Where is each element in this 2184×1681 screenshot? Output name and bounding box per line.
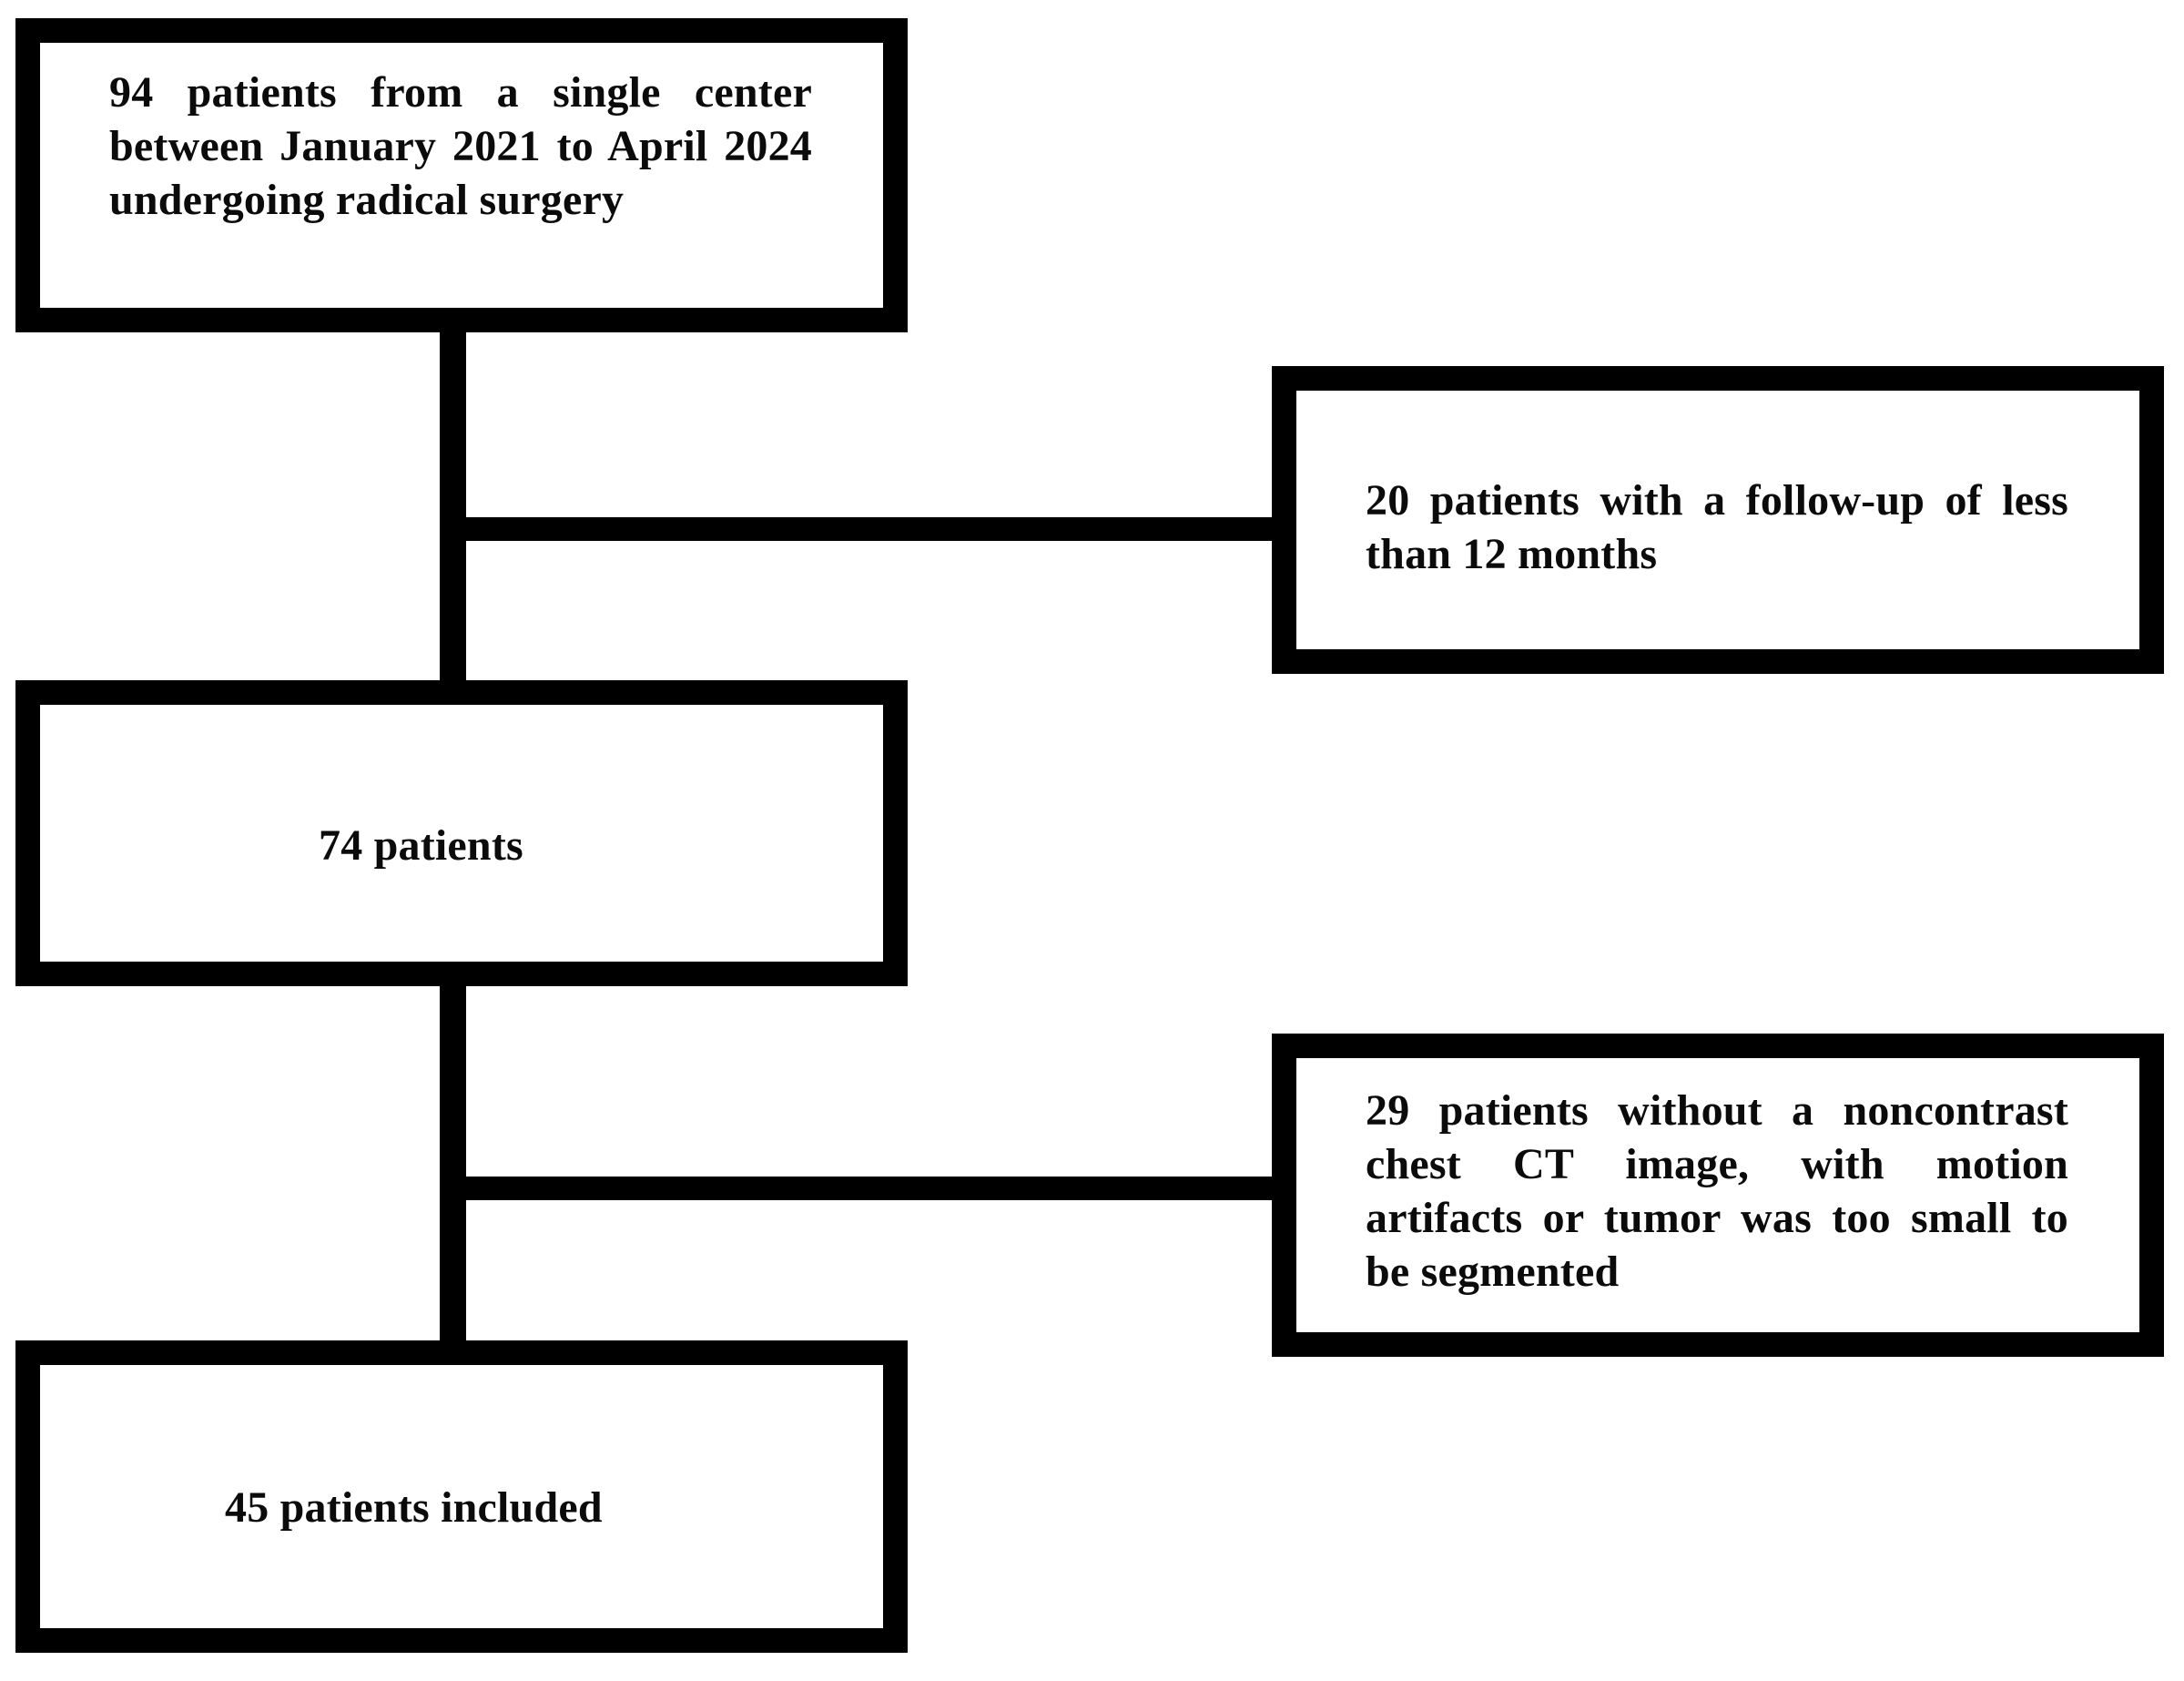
- flowchart-node-enrolled-label: 94 patients from a single center between…: [109, 68, 812, 224]
- flowchart-node-after-followup: 74 patients: [15, 680, 908, 986]
- flowchart-node-included: 45 patients included: [15, 1340, 908, 1653]
- connector-branch-excluded-imaging: [440, 1177, 1286, 1200]
- flowchart-node-excluded-followup-label: 20 patients with a follow-up of less tha…: [1366, 476, 2068, 578]
- connector-branch-excluded-followup: [440, 517, 1286, 541]
- connector-after-followup-to-included: [440, 974, 466, 1357]
- flowchart-node-after-followup-label: 74 patients: [319, 821, 523, 870]
- flowchart-node-excluded-followup: 20 patients with a follow-up of less tha…: [1272, 366, 2164, 674]
- connector-enrolled-to-after-followup: [440, 319, 466, 692]
- flowchart-node-excluded-imaging: 29 patients without a noncontrast chest …: [1272, 1034, 2164, 1357]
- flowchart-node-enrolled: 94 patients from a single center between…: [15, 18, 908, 332]
- flowchart-node-included-label: 45 patients included: [225, 1483, 603, 1532]
- flowchart-node-excluded-imaging-label: 29 patients without a noncontrast chest …: [1366, 1086, 2068, 1296]
